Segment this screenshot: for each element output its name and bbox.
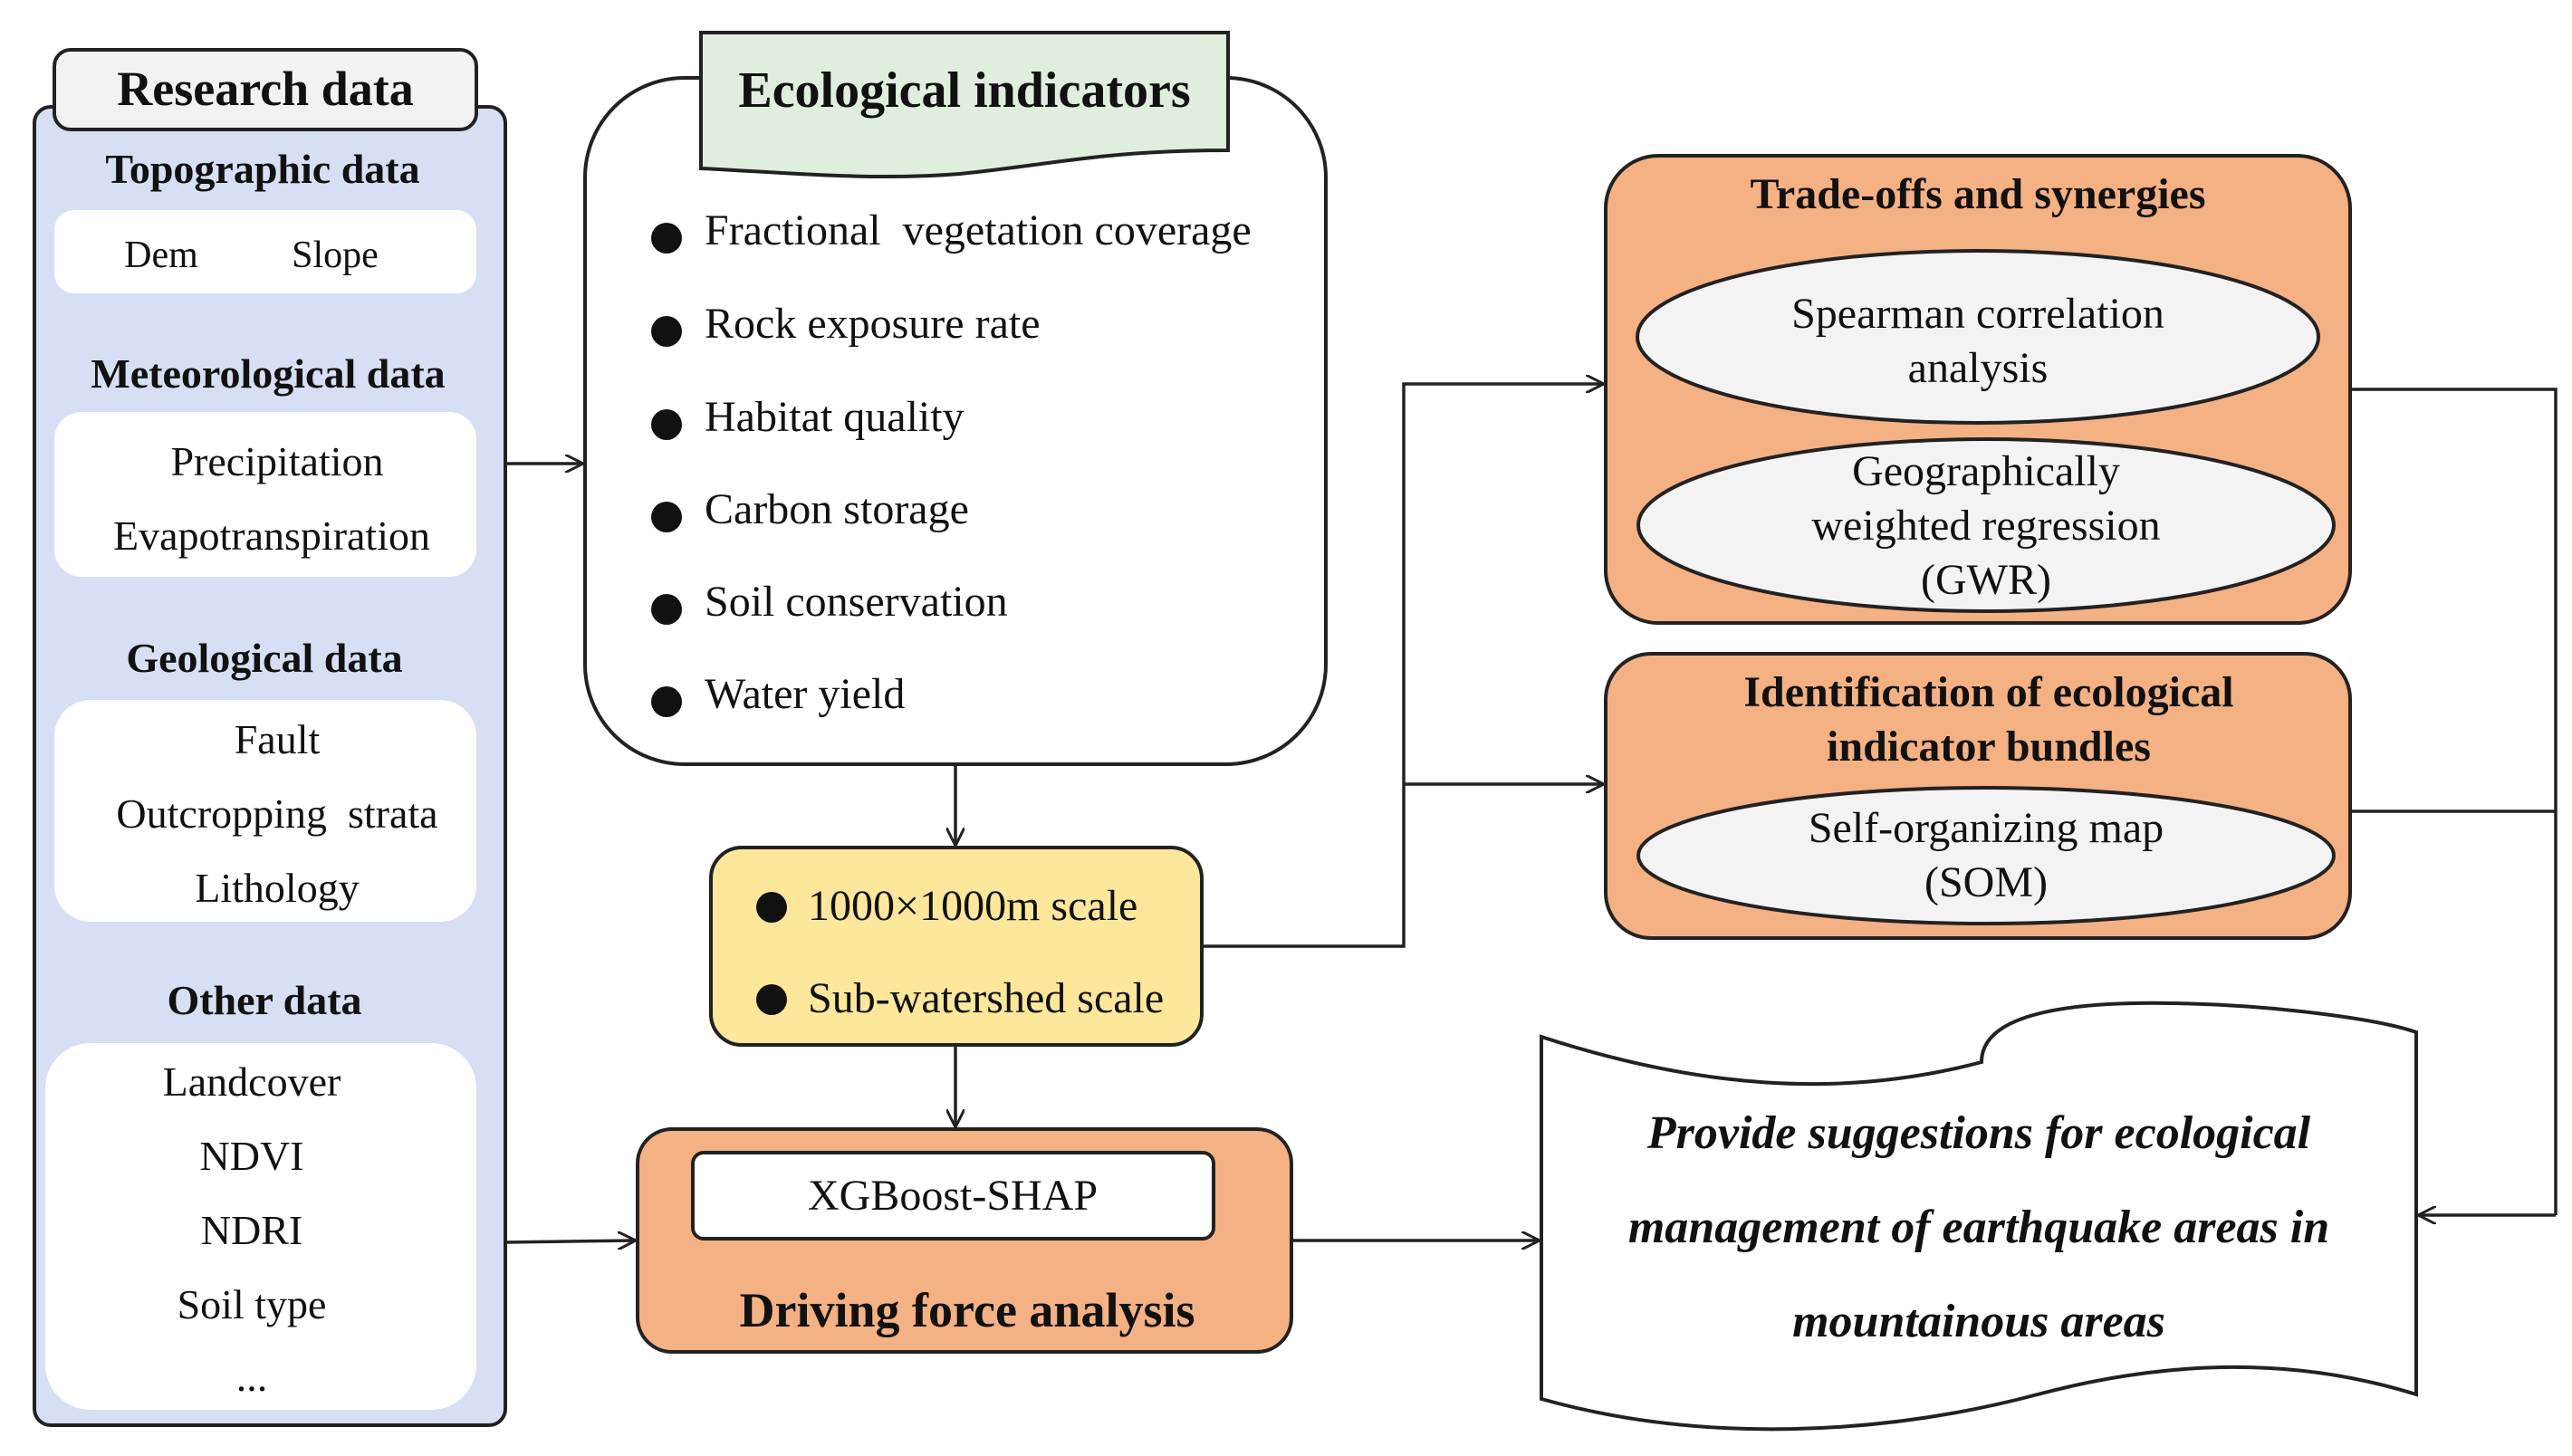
indicator-bullet-4 [651,502,682,532]
indicator-bullet-6 [651,686,682,717]
geological-item-lithology: Lithology [195,865,359,911]
geological-items-box [54,700,476,922]
spearman-ellipse [1636,249,2320,425]
arrow-research-to-driving [504,1240,634,1242]
geological-item-strata: Outcropping strata [116,790,437,837]
topographic-item-slope: Slope [292,235,379,276]
meteorological-item-precipitation: Precipitation [170,438,383,484]
indicators-title-banner [699,31,1230,178]
gwr-line-3: (GWR) [1921,556,2051,604]
gwr-line-2: weighted regression [1811,502,2160,550]
indicators-title: Ecological indicators [738,62,1190,119]
other-item-ndri: NDRI [201,1207,302,1253]
gwr-line-1: Geographically [1852,447,2120,495]
gwr-ellipse [1636,437,2336,613]
other-item-landcover: Landcover [163,1058,341,1105]
other-item-ellipsis: ... [236,1354,268,1400]
ecological-indicators-box: Ecological indicators Fractional vegetat… [583,31,1328,766]
other-item-ndvi: NDVI [200,1133,304,1179]
driving-force-title: Driving force analysis [740,1283,1195,1337]
indicator-bullet-5 [651,594,682,625]
scale-bullet-1 [756,892,787,923]
indicator-bullet-1 [651,223,682,254]
other-item-soil-type: Soil type [178,1281,327,1327]
research-data-panel: Research data Topographic data Dem Slope… [33,48,507,1427]
scale-sub-watershed: Sub-watershed scale [808,974,1164,1022]
som-line-2: (SOM) [1924,858,2048,906]
meteorological-item-evapotranspiration: Evapotranspiration [113,512,430,559]
topographic-items-box [54,210,476,293]
indicator-fvc: Fractional vegetation coverage [705,206,1252,254]
indicator-carbon-storage: Carbon storage [705,485,969,533]
suggestion-line-1: Provide suggestions for ecological [1646,1107,2311,1159]
driving-force-box: XGBoost-SHAP Driving force analysis [636,1127,1293,1354]
suggestion-line-3: mountainous areas [1792,1296,2165,1347]
suggestion-line-2: management of earthquake areas in [1628,1202,2329,1253]
connectors [504,384,2558,1242]
research-title-tab [53,48,478,131]
scale-bullet-2 [756,984,787,1015]
bundles-title-line-2: indicator bundles [1827,723,2151,771]
topographic-item-dem: Dem [124,235,198,276]
indicator-soil-conservation: Soil conservation [705,578,1008,626]
tradeoffs-title: Trade-offs and synergies [1750,170,2205,218]
geological-item-fault: Fault [235,716,321,762]
other-items-box [45,1043,476,1410]
indicator-bullet-3 [651,409,682,440]
indicator-bullet-2 [651,316,682,347]
bundles-box: Identification of ecological indicator b… [1604,652,2352,940]
indicator-habitat-quality: Habitat quality [705,393,964,441]
line-tradeoffs-to-suggestions [2350,388,2558,1215]
spearman-line-1: Spearman correlation [1791,290,2164,338]
geological-title: Geological data [126,635,402,681]
scales-box: 1000×1000m scale Sub-watershed scale [709,846,1204,1047]
spearman-line-2: analysis [1908,344,2049,392]
suggestions-document: Provide suggestions for ecological manag… [1540,1001,2418,1432]
suggestions-shape [1540,1001,2418,1432]
indicator-rock-exposure: Rock exposure rate [705,300,1041,348]
topographic-title: Topographic data [105,146,419,192]
scale-1000m: 1000×1000m scale [808,882,1137,930]
som-ellipse [1636,786,2336,925]
som-line-1: Self-organizing map [1809,804,2164,852]
indicator-water-yield: Water yield [705,670,905,718]
other-data-title: Other data [167,977,361,1023]
meteorological-items-box [54,412,476,577]
research-title: Research data [117,62,413,116]
xgboost-label: XGBoost-SHAP [808,1172,1098,1220]
tradeoffs-box: Trade-offs and synergies Spearman correl… [1604,154,2352,625]
arrow-scales-to-tradeoffs [1202,384,1602,948]
bundles-title-line-1: Identification of ecological [1743,668,2233,716]
xgboost-box [691,1151,1215,1240]
meteorological-title: Meteorological data [91,350,445,397]
